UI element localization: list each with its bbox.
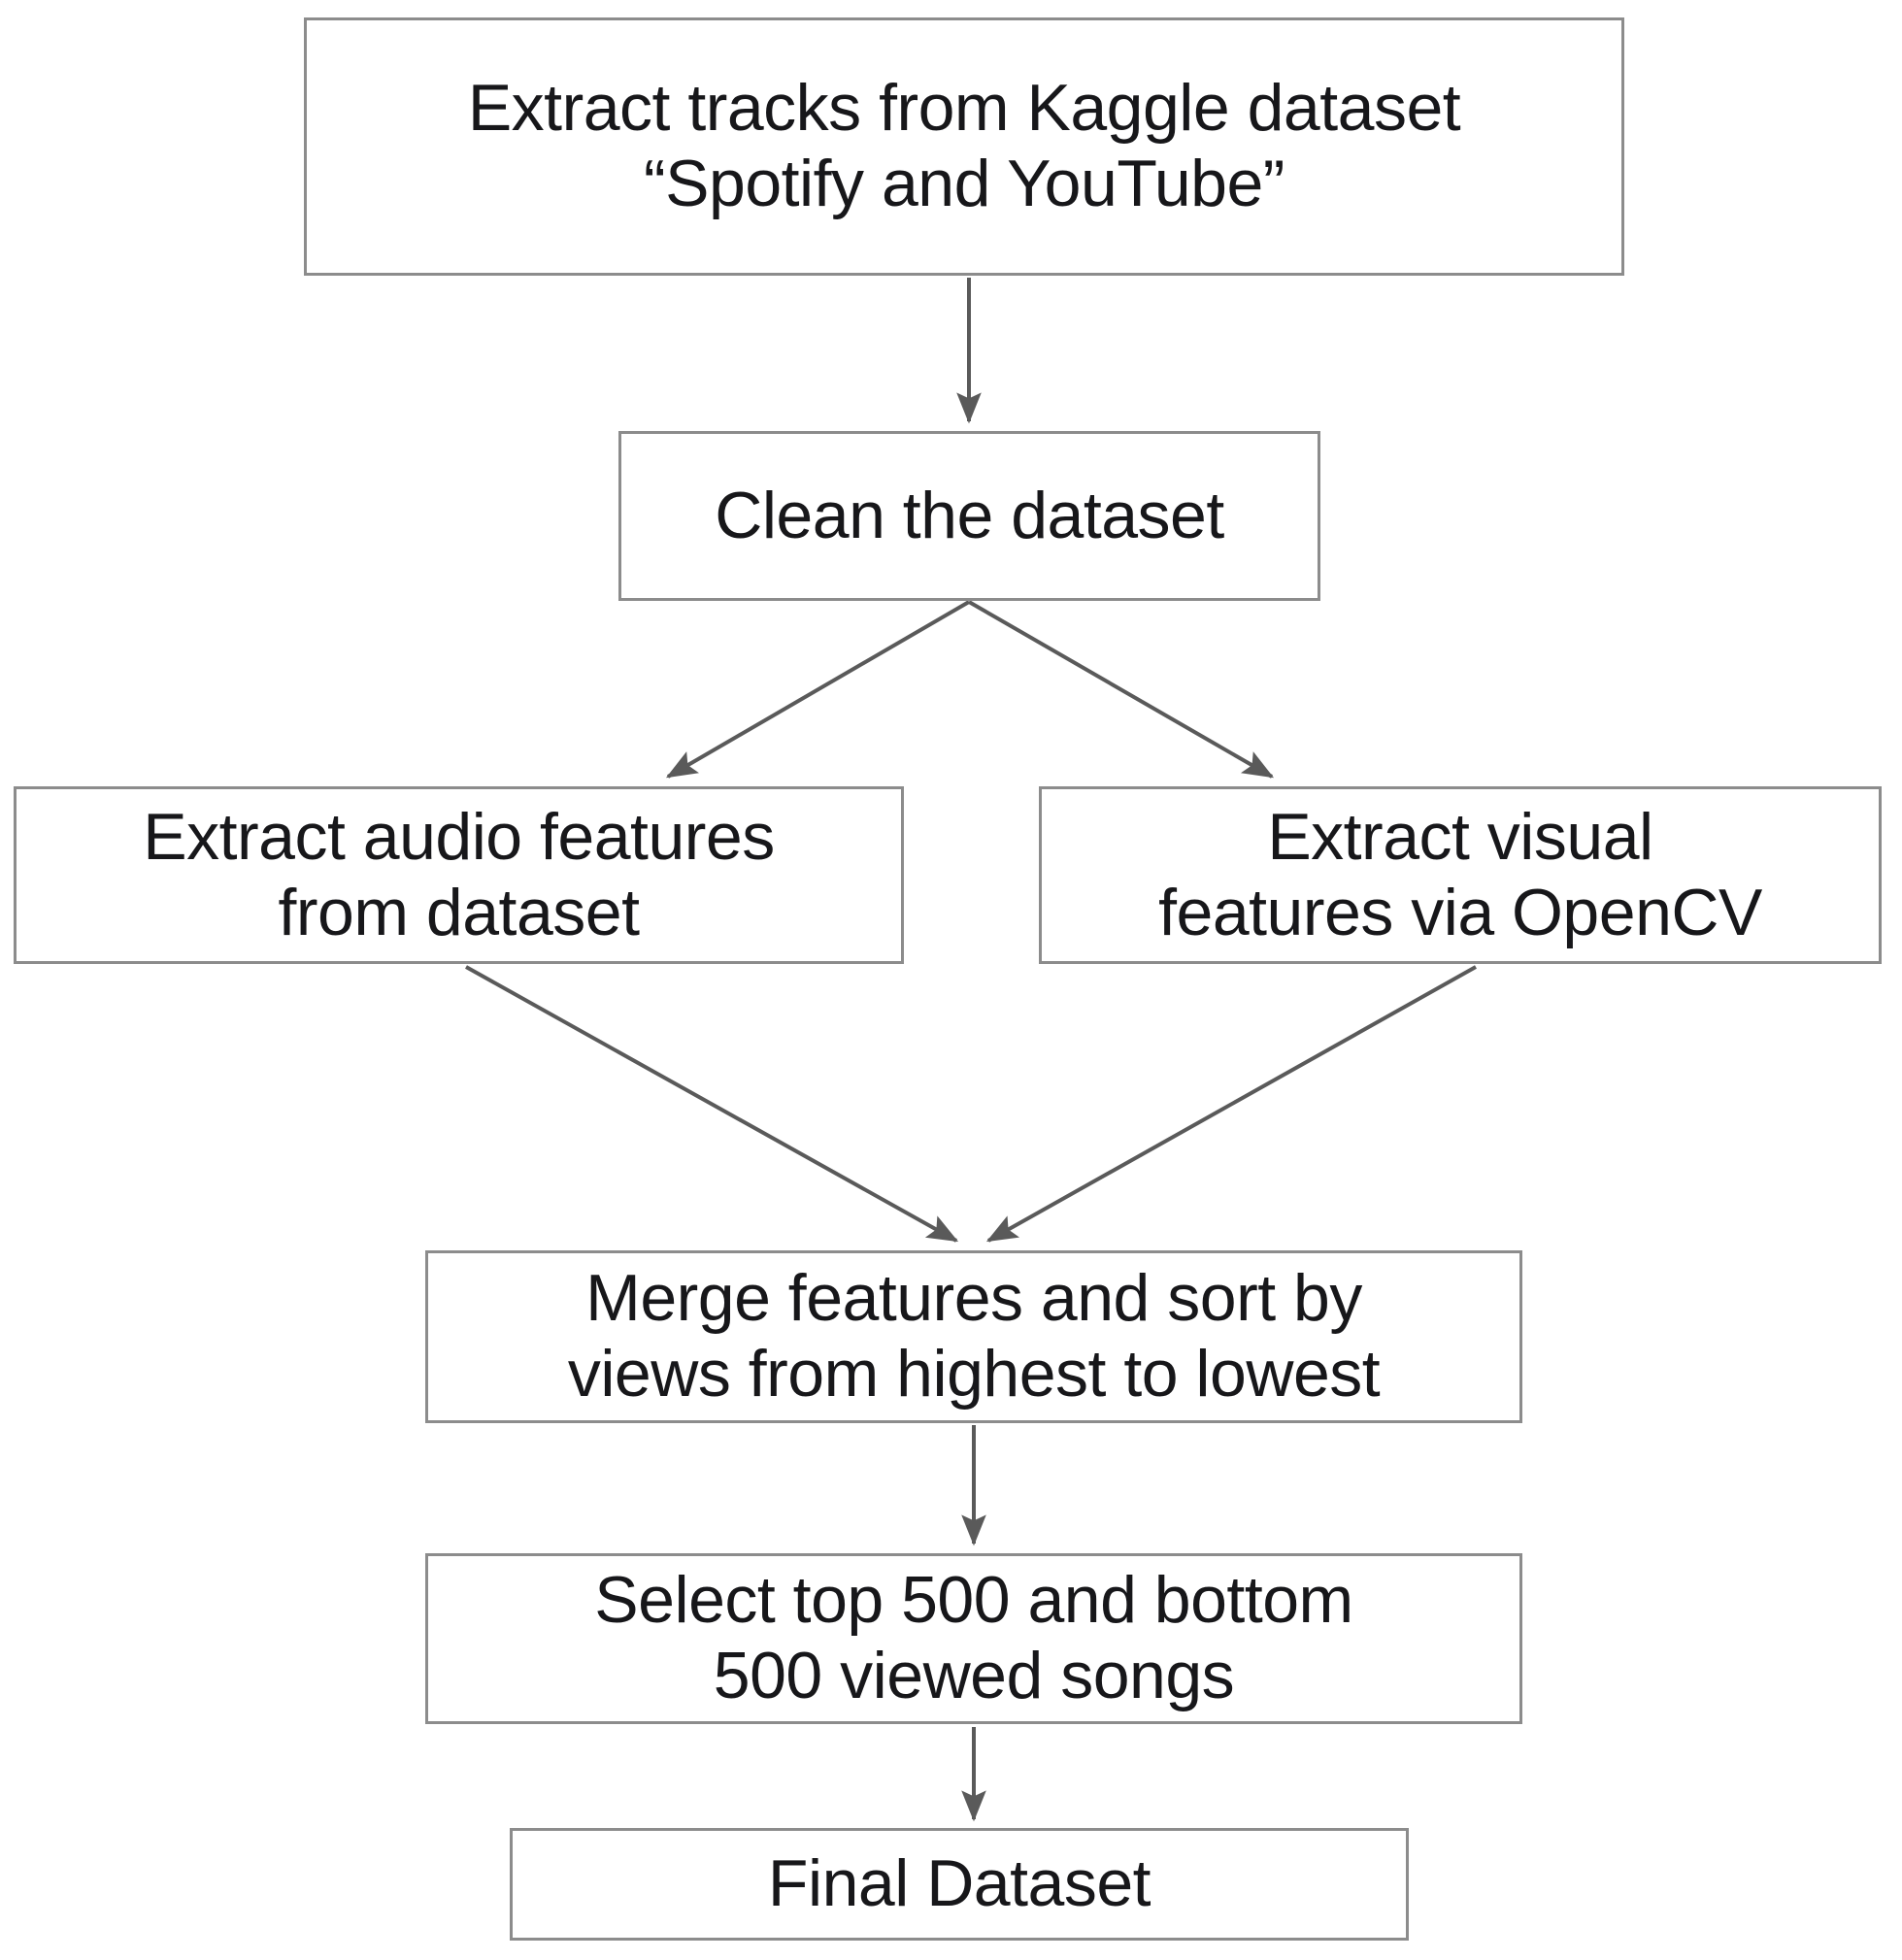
node-extract-tracks: Extract tracks from Kaggle dataset “Spot…: [304, 17, 1624, 276]
edge-clean-to-visual: [968, 600, 1275, 779]
node-final-dataset: Final Dataset: [510, 1828, 1409, 1941]
edge-audio-to-merge: [465, 965, 959, 1243]
edge-clean-to-audio: [665, 600, 971, 779]
edge-visual-to-merge: [985, 965, 1477, 1243]
node-clean-dataset: Clean the dataset: [618, 431, 1320, 601]
node-merge-features-sort: Merge features and sort by views from hi…: [425, 1250, 1522, 1423]
node-select-top-bottom-songs: Select top 500 and bottom 500 viewed son…: [425, 1553, 1522, 1724]
node-extract-visual-features: Extract visual features via OpenCV: [1039, 786, 1882, 964]
node-extract-audio-features: Extract audio features from dataset: [14, 786, 904, 964]
